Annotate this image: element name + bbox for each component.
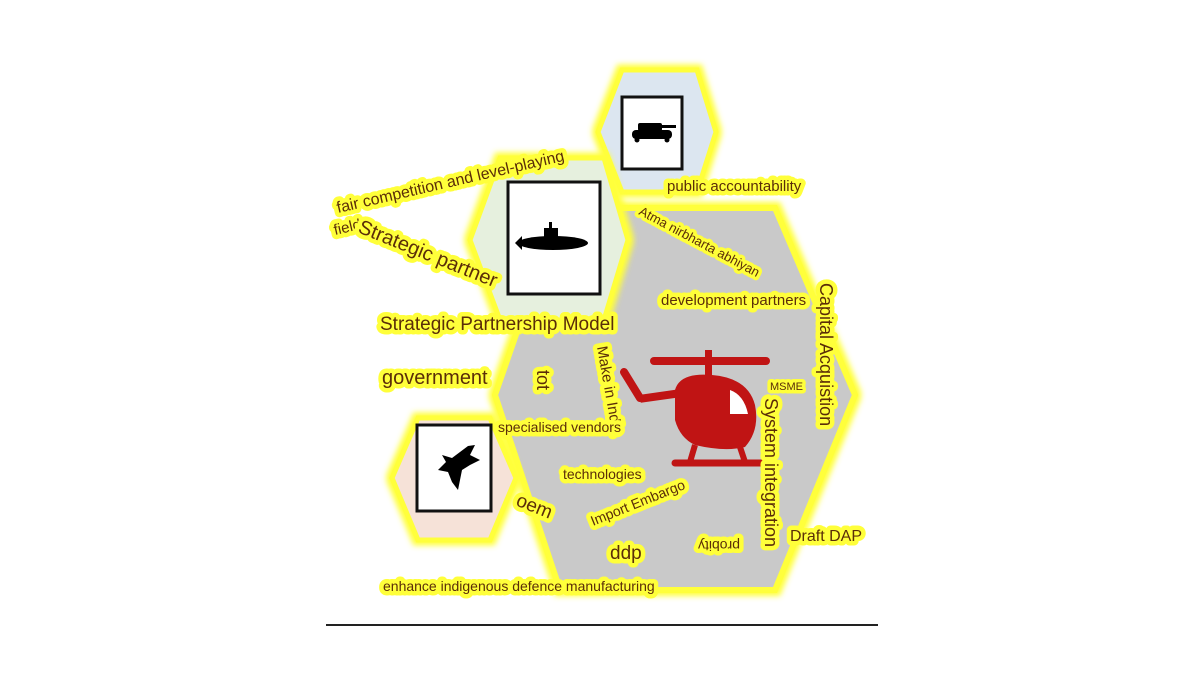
word-government: government	[382, 367, 488, 389]
word-system-integration: System integration	[761, 398, 781, 547]
word-public-accountability: public accountability	[667, 178, 802, 195]
tank-icon	[620, 95, 684, 171]
word-strategic-partnership-model: Strategic Partnership Model	[380, 314, 614, 335]
helicopter-icon	[620, 350, 774, 467]
word-enhance-manufacturing: enhance indigenous defence manufacturing	[383, 578, 655, 594]
word-capital-acquisition: Capital Acquistion	[816, 283, 836, 426]
word-specialised-vendors: specialised vendors	[498, 419, 621, 435]
word-development-partners: development partners	[661, 292, 806, 309]
word-msme: MSME	[770, 381, 803, 393]
word-tot: tot	[533, 370, 553, 390]
word-draft-dap: Draft DAP	[790, 528, 862, 545]
word-technologies: technologies	[563, 466, 642, 482]
word-ddp: ddp	[610, 543, 642, 564]
fighter-jet-icon	[415, 423, 493, 513]
word-probity: probity	[698, 538, 740, 554]
submarine-icon	[506, 180, 602, 296]
